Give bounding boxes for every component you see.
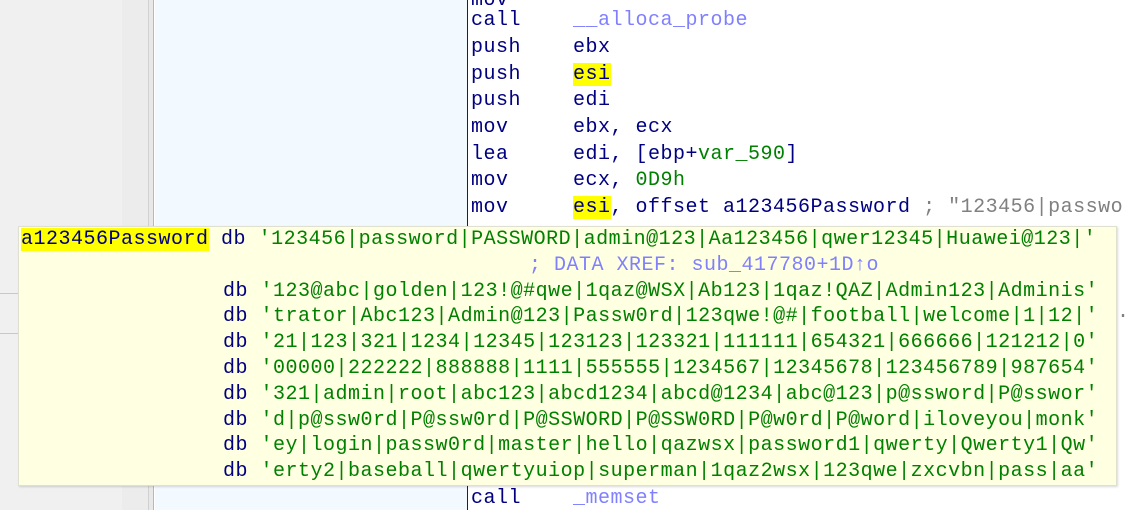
disasm-line[interactable]: mov ebx, ecx [471, 115, 673, 141]
disasm-line[interactable]: push esi [471, 62, 611, 88]
highlighted-register[interactable]: esi [573, 196, 611, 219]
string-literal: '321|admin|root|abc123|abcd1234|abcd@123… [260, 382, 1099, 406]
tooltip-line: db '00000|222222|888888|1111|555555|1234… [223, 356, 1098, 382]
directive: db [223, 460, 249, 484]
divider [0, 333, 18, 334]
directive: db [223, 331, 249, 355]
disasm-line[interactable]: call _memset [471, 488, 661, 510]
mnemonic: mov [471, 0, 509, 12]
highlighted-register[interactable]: esi [573, 63, 611, 86]
string-literal: 'trator|Abc123|Admin@123|Passw0rd|123qwe… [260, 305, 1099, 329]
string-literal: '123456|password|PASSWORD|admin@123|Aa12… [258, 228, 1097, 251]
tooltip-line: db 'erty2|baseball|qwertyuiop|superman|1… [223, 459, 1098, 485]
hint-tooltip: a123456Password db '123456|password|PASS… [18, 226, 1117, 486]
mnemonic: push [471, 36, 522, 59]
directive: db [223, 279, 249, 303]
directive: db [223, 408, 249, 432]
immediate-value: 0D9h [635, 169, 686, 192]
operand: ecx, [573, 169, 636, 192]
operand: ] [785, 143, 799, 166]
data-label: a123456Password [21, 228, 209, 251]
xref-comment: ; DATA XREF: sub_417780+1D↑o [529, 253, 879, 279]
xref-text: ; DATA XREF: sub_417780+1D↑o [529, 253, 880, 277]
mnemonic: mov [471, 169, 509, 192]
string-literal: '21|123|321|1234|12345|123123|123321|111… [260, 331, 1099, 355]
disasm-line[interactable]: mov esi, offset a123456Password ; "123456… [471, 195, 1123, 221]
disasm-line[interactable]: mov [471, 0, 573, 14]
string-literal: 'ey|login|passw0rd|master|hello|qazwsx|p… [260, 434, 1099, 458]
string-literal: 'erty2|baseball|qwertyuiop|superman|1qaz… [260, 460, 1099, 484]
string-literal: 'd|p@ssw0rd|P@ssw0rd|P@SSWORD|P@SSW0RD|P… [260, 408, 1099, 432]
directive: db [221, 228, 247, 251]
disasm-line[interactable]: mov ecx, 0D9h [471, 168, 686, 194]
directive: db [223, 305, 249, 329]
disasm-line[interactable]: lea edi, [ebp+var_590] [471, 142, 798, 168]
tooltip-line: db 'trator|Abc123|Admin@123|Passw0rd|123… [223, 304, 1098, 330]
directive: db [223, 357, 249, 380]
mnemonic: push [471, 89, 522, 112]
function-ref[interactable]: __alloca_probe [573, 9, 749, 32]
operand: edi [573, 89, 611, 112]
disasm-line[interactable]: push edi [471, 88, 611, 114]
operand[interactable]: , offset a123456Password [610, 196, 924, 219]
mnemonic: call [471, 9, 522, 32]
tooltip-line: db 'd|p@ssw0rd|P@ssw0rd|P@SSWORD|P@SSW0R… [223, 408, 1098, 434]
mnemonic: mov [471, 196, 509, 219]
mnemonic: mov [471, 116, 509, 139]
directive: db [223, 382, 249, 406]
mnemonic: call [471, 487, 522, 510]
tooltip-line: a123456Password db '123456|password|PASS… [21, 227, 1096, 253]
disasm-line[interactable]: call __alloca_probe [471, 8, 748, 34]
operand: ebx [573, 36, 611, 59]
tooltip-line: db 'ey|login|passw0rd|master|hello|qazws… [223, 433, 1098, 459]
directive: db [223, 434, 249, 458]
function-ref[interactable]: _memset [573, 487, 661, 510]
operand: edi, [ebp+ [573, 143, 699, 166]
operand: ebx, ecx [573, 116, 674, 139]
divider [0, 293, 18, 294]
comment: ; "123456|passwo [923, 196, 1124, 219]
partial-text: .2 [1117, 301, 1129, 324]
stack-variable[interactable]: var_590 [698, 143, 786, 166]
tooltip-line: db '123@abc|golden|123!@#qwe|1qaz@WSX|Ab… [223, 279, 1098, 305]
tooltip-line: db '321|admin|root|abc123|abcd1234|abcd@… [223, 382, 1098, 408]
string-literal: '00000|222222|888888|1111|555555|1234567… [260, 357, 1099, 380]
tooltip-line: db '21|123|321|1234|12345|123123|123321|… [223, 330, 1098, 356]
string-literal: '123@abc|golden|123!@#qwe|1qaz@WSX|Ab123… [260, 279, 1099, 303]
mnemonic: push [471, 63, 522, 86]
mnemonic: lea [471, 143, 509, 166]
disasm-line[interactable]: push ebx [471, 35, 611, 61]
